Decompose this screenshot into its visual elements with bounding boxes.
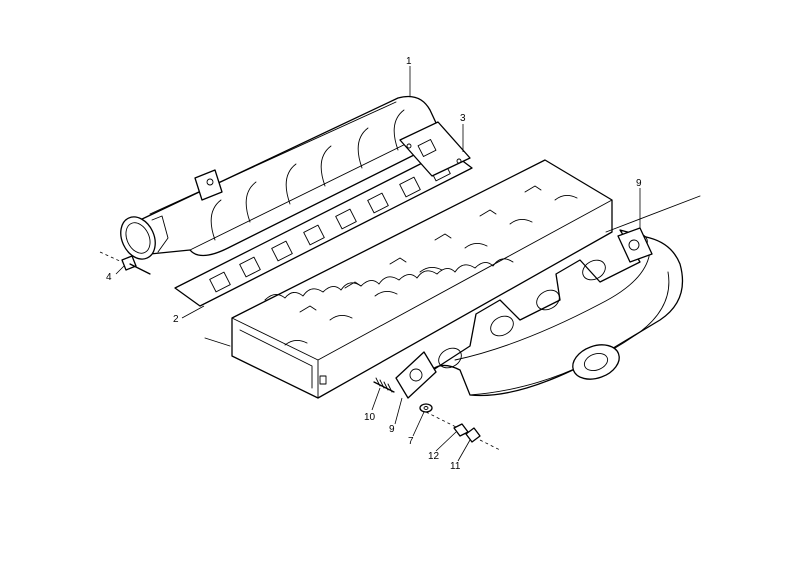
exhaust-gasket-front [395,351,437,399]
front-gasket [399,121,471,177]
washer [419,403,463,431]
intake-manifold [120,95,445,260]
callout-4: 4 [106,272,112,283]
callout-2: 2 [173,314,179,325]
callout-9-rear: 9 [636,178,642,189]
callout-10: 10 [364,412,376,423]
callout-3: 3 [460,113,466,124]
leader-lines [115,66,641,462]
bolt [99,251,151,275]
cylinder-head [204,159,701,399]
callout-12: 12 [428,451,440,462]
exhaust-gasket-rear [617,227,653,263]
stud [373,377,395,393]
nut-11 [465,427,501,451]
callout-7: 7 [408,436,414,447]
callout-11: 11 [450,461,461,472]
callout-1: 1 [406,56,412,67]
callout-9-front: 9 [389,424,395,435]
